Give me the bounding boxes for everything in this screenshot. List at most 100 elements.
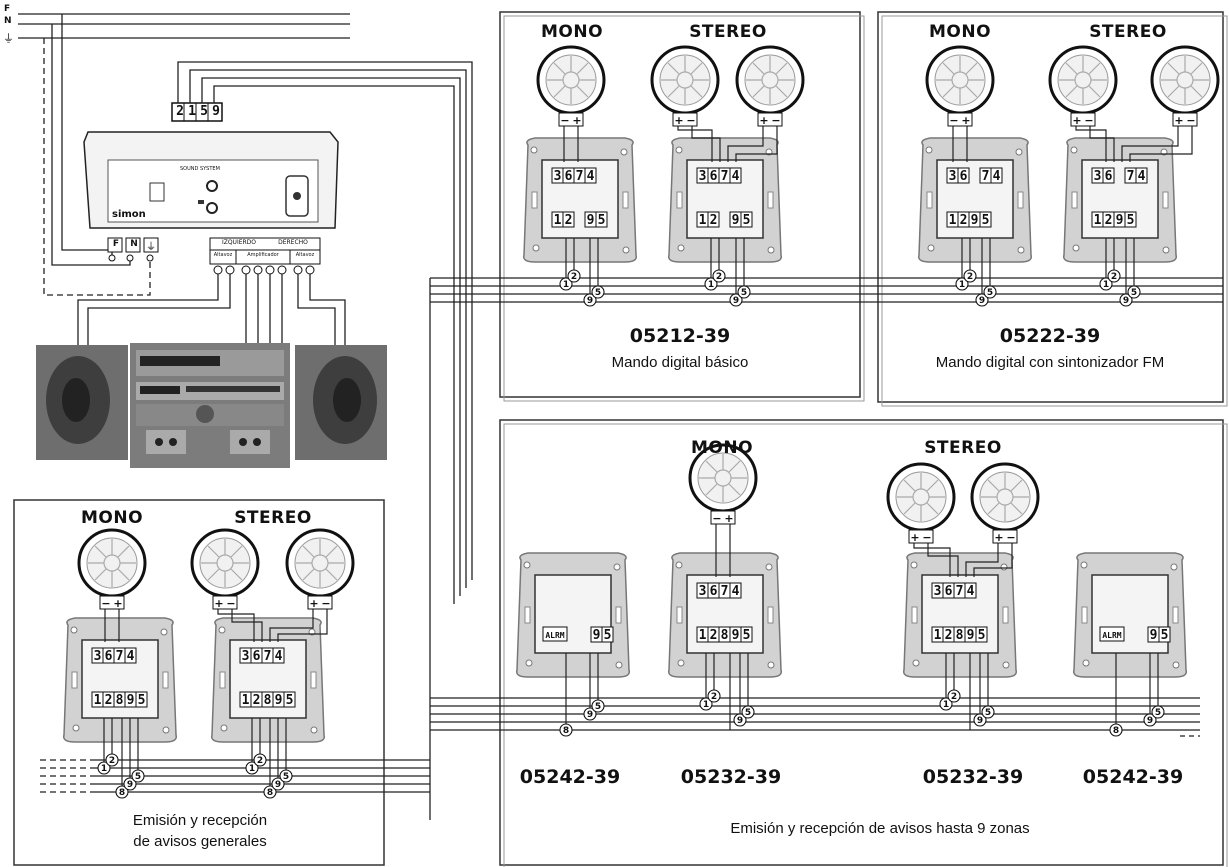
marker-circle [105, 753, 119, 767]
panel4-code-1: 05242-39 [519, 766, 621, 788]
terminal-number: 9 [1150, 628, 1158, 643]
terminal-box [1099, 626, 1125, 642]
terminal-number: 4 [967, 584, 975, 599]
control-plate-05222-a [917, 137, 1033, 263]
control-plate-05222-b [1062, 137, 1178, 263]
speaker-mono-1 [536, 45, 606, 115]
polarity-sign: + [309, 597, 318, 610]
marker-number: 9 [127, 780, 133, 790]
marker-circle [271, 777, 285, 791]
terminal-number: 6 [960, 169, 968, 184]
panel2-desc: Mando digital con sintonizador FM [935, 354, 1165, 371]
polarity-sign: + [1174, 114, 1183, 127]
polarity-sign: − [1084, 114, 1093, 127]
marker-number: 9 [1147, 716, 1153, 726]
polarity-sign: + [724, 512, 733, 525]
terminal-number: 2 [710, 213, 718, 228]
terminal-number: 6 [945, 584, 953, 599]
terminal-number: 1 [554, 213, 562, 228]
terminal-number: 1 [94, 693, 102, 708]
terminal-box [1158, 626, 1171, 643]
terminal-number: 1 [949, 213, 957, 228]
polarity-box [947, 112, 973, 127]
terminal-number: 5 [598, 213, 606, 228]
marker-number: 5 [1155, 708, 1161, 718]
marker-number: 1 [703, 700, 709, 710]
terminal-box [957, 167, 970, 184]
marker-number: 8 [563, 726, 569, 736]
marker-circle [1127, 285, 1141, 299]
terminal-number: 5 [1127, 213, 1135, 228]
marker-circle [1107, 269, 1121, 283]
marker-number: 2 [1111, 272, 1117, 282]
sound-system-unit [83, 102, 339, 275]
marker-circle [279, 769, 293, 783]
marker-circle [963, 269, 977, 283]
marker-circle [983, 285, 997, 299]
terminal-number: 2 [1105, 213, 1113, 228]
speaker-mono-2 [925, 45, 995, 115]
terminal-number: 4 [993, 169, 1001, 184]
marker-circle [263, 785, 277, 799]
marker-circle [559, 723, 573, 737]
marker-number: 5 [985, 708, 991, 718]
terminal-box [283, 691, 296, 708]
terminal-number: 2 [710, 628, 718, 643]
terminal-number: 8 [116, 693, 124, 708]
unit-input-1: 1 [188, 104, 196, 119]
unit-sub-label-1: Altavoz [213, 252, 233, 258]
marker-circle [123, 777, 137, 791]
polarity-box [1172, 112, 1198, 127]
terminal-number: 4 [732, 169, 740, 184]
marker-number: 8 [1113, 726, 1119, 736]
marker-number: 1 [959, 280, 965, 290]
terminal-number: 1 [699, 628, 707, 643]
terminal-box [979, 211, 992, 228]
marker-number: 8 [119, 788, 125, 798]
terminal-number: 3 [699, 169, 707, 184]
terminal-box [707, 211, 720, 228]
header-stereo-3: STEREO [234, 508, 312, 528]
control-plate-05242-a [515, 552, 631, 678]
terminal-number: 5 [138, 693, 146, 708]
terminal-number: 7 [264, 649, 272, 664]
terminal-box [740, 211, 753, 228]
marker-circle [712, 269, 726, 283]
terminal-number: 8 [264, 693, 272, 708]
marker-number: 5 [741, 288, 747, 298]
marker-number: 2 [967, 272, 973, 282]
terminal-number: 9 [732, 628, 740, 643]
polarity-sign: + [214, 597, 223, 610]
terminal-number: 9 [967, 628, 975, 643]
marker-circle [733, 713, 747, 727]
mains-n: N [130, 239, 138, 249]
panel4-code-3: 05232-39 [922, 766, 1024, 788]
polarity-box [99, 595, 125, 610]
marker-circle [559, 277, 573, 291]
terminal-number: 4 [587, 169, 595, 184]
terminal-number: 2 [565, 213, 573, 228]
terminal-number: 3 [242, 649, 250, 664]
terminal-number: 7 [116, 649, 124, 664]
polarity-sign: − [1006, 531, 1015, 544]
terminal-number: 8 [721, 628, 729, 643]
marker-circle [583, 293, 597, 307]
control-plate-05232-b [902, 552, 1018, 678]
marker-number: 1 [563, 280, 569, 290]
terminal-number: 2 [960, 213, 968, 228]
marker-circle [115, 785, 129, 799]
terminal-box [542, 626, 568, 642]
panel3-line2: de avisos generales [133, 833, 267, 850]
marker-number: 2 [109, 756, 115, 766]
terminal-number: 3 [934, 584, 942, 599]
polarity-box [307, 595, 333, 610]
control-plate-05212-a [522, 137, 638, 263]
control-plate-05212-b [667, 137, 783, 263]
marker-number: 1 [249, 764, 255, 774]
unit-input-9: 9 [212, 104, 220, 119]
terminal-box [1135, 167, 1148, 184]
terminal-number: 5 [743, 213, 751, 228]
marker-circle [567, 269, 581, 283]
marker-circle [737, 285, 751, 299]
terminal-number: 1 [242, 693, 250, 708]
